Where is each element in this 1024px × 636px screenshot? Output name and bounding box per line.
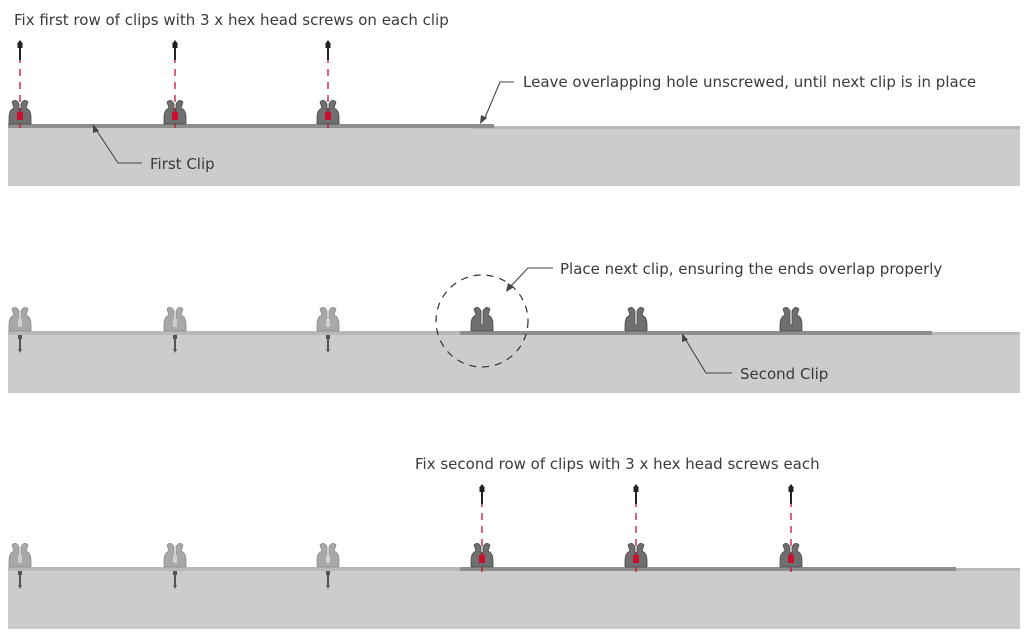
overlap-highlight-circle [435,274,529,368]
clip-icon [316,542,340,568]
step-3-heading: Fix second row of clips with 3 x hex hea… [415,455,820,473]
clip-icon [8,99,32,125]
base-slab-2 [8,335,1020,393]
hex-screw-icon [632,483,640,505]
second-clip-label: Second Clip [740,365,828,383]
hex-screw-icon [324,39,332,61]
step-3: Fix second row of clips with 3 x hex hea… [8,455,1020,629]
second-clip-strip [460,331,932,335]
step-2: Place next clip, ensuring the ends overl… [8,260,1020,393]
clip-icon [470,306,494,332]
step-1-clips [8,99,340,125]
first-clip-strip [8,124,494,128]
overlap-callout: Leave overlapping hole unscrewed, until … [523,73,976,91]
clip-icon [163,99,187,125]
clip-icon [8,542,32,568]
first-clip-strip-fixed [8,331,478,335]
clip-icon [8,306,32,332]
clip-icon [779,542,803,568]
first-clip-label: First Clip [150,155,215,173]
hex-screw-icon [171,39,179,61]
clip-icon [163,306,187,332]
clip-icon [779,306,803,332]
second-clip-leader [683,336,732,374]
clip-icon [316,306,340,332]
base-edge-1 [470,126,1020,129]
clip-icon [470,542,494,568]
clip-icon [316,99,340,125]
first-clip-strip-fixed-3 [8,567,478,571]
clip-icon [624,306,648,332]
place-callout: Place next clip, ensuring the ends overl… [560,260,942,278]
clip-icon [624,542,648,568]
first-clip-leader [94,127,142,164]
step-2-new-clips [470,306,803,332]
hex-screw-icon [787,483,795,505]
hex-screw-icon [478,483,486,505]
step-1: Fix first row of clips with 3 x hex head… [8,11,1020,186]
clip-icon [163,542,187,568]
base-slab-3 [8,571,1020,629]
base-edge-3 [956,568,1020,571]
place-leader [509,267,553,288]
step-3-new-clips [470,542,803,568]
hex-screw-icon [16,39,24,61]
overlap-leader [483,81,514,121]
second-clip-strip-3 [460,567,956,571]
base-edge-2 [932,332,1020,335]
step-1-heading: Fix first row of clips with 3 x hex head… [14,11,449,29]
base-slab-1 [8,128,1020,186]
